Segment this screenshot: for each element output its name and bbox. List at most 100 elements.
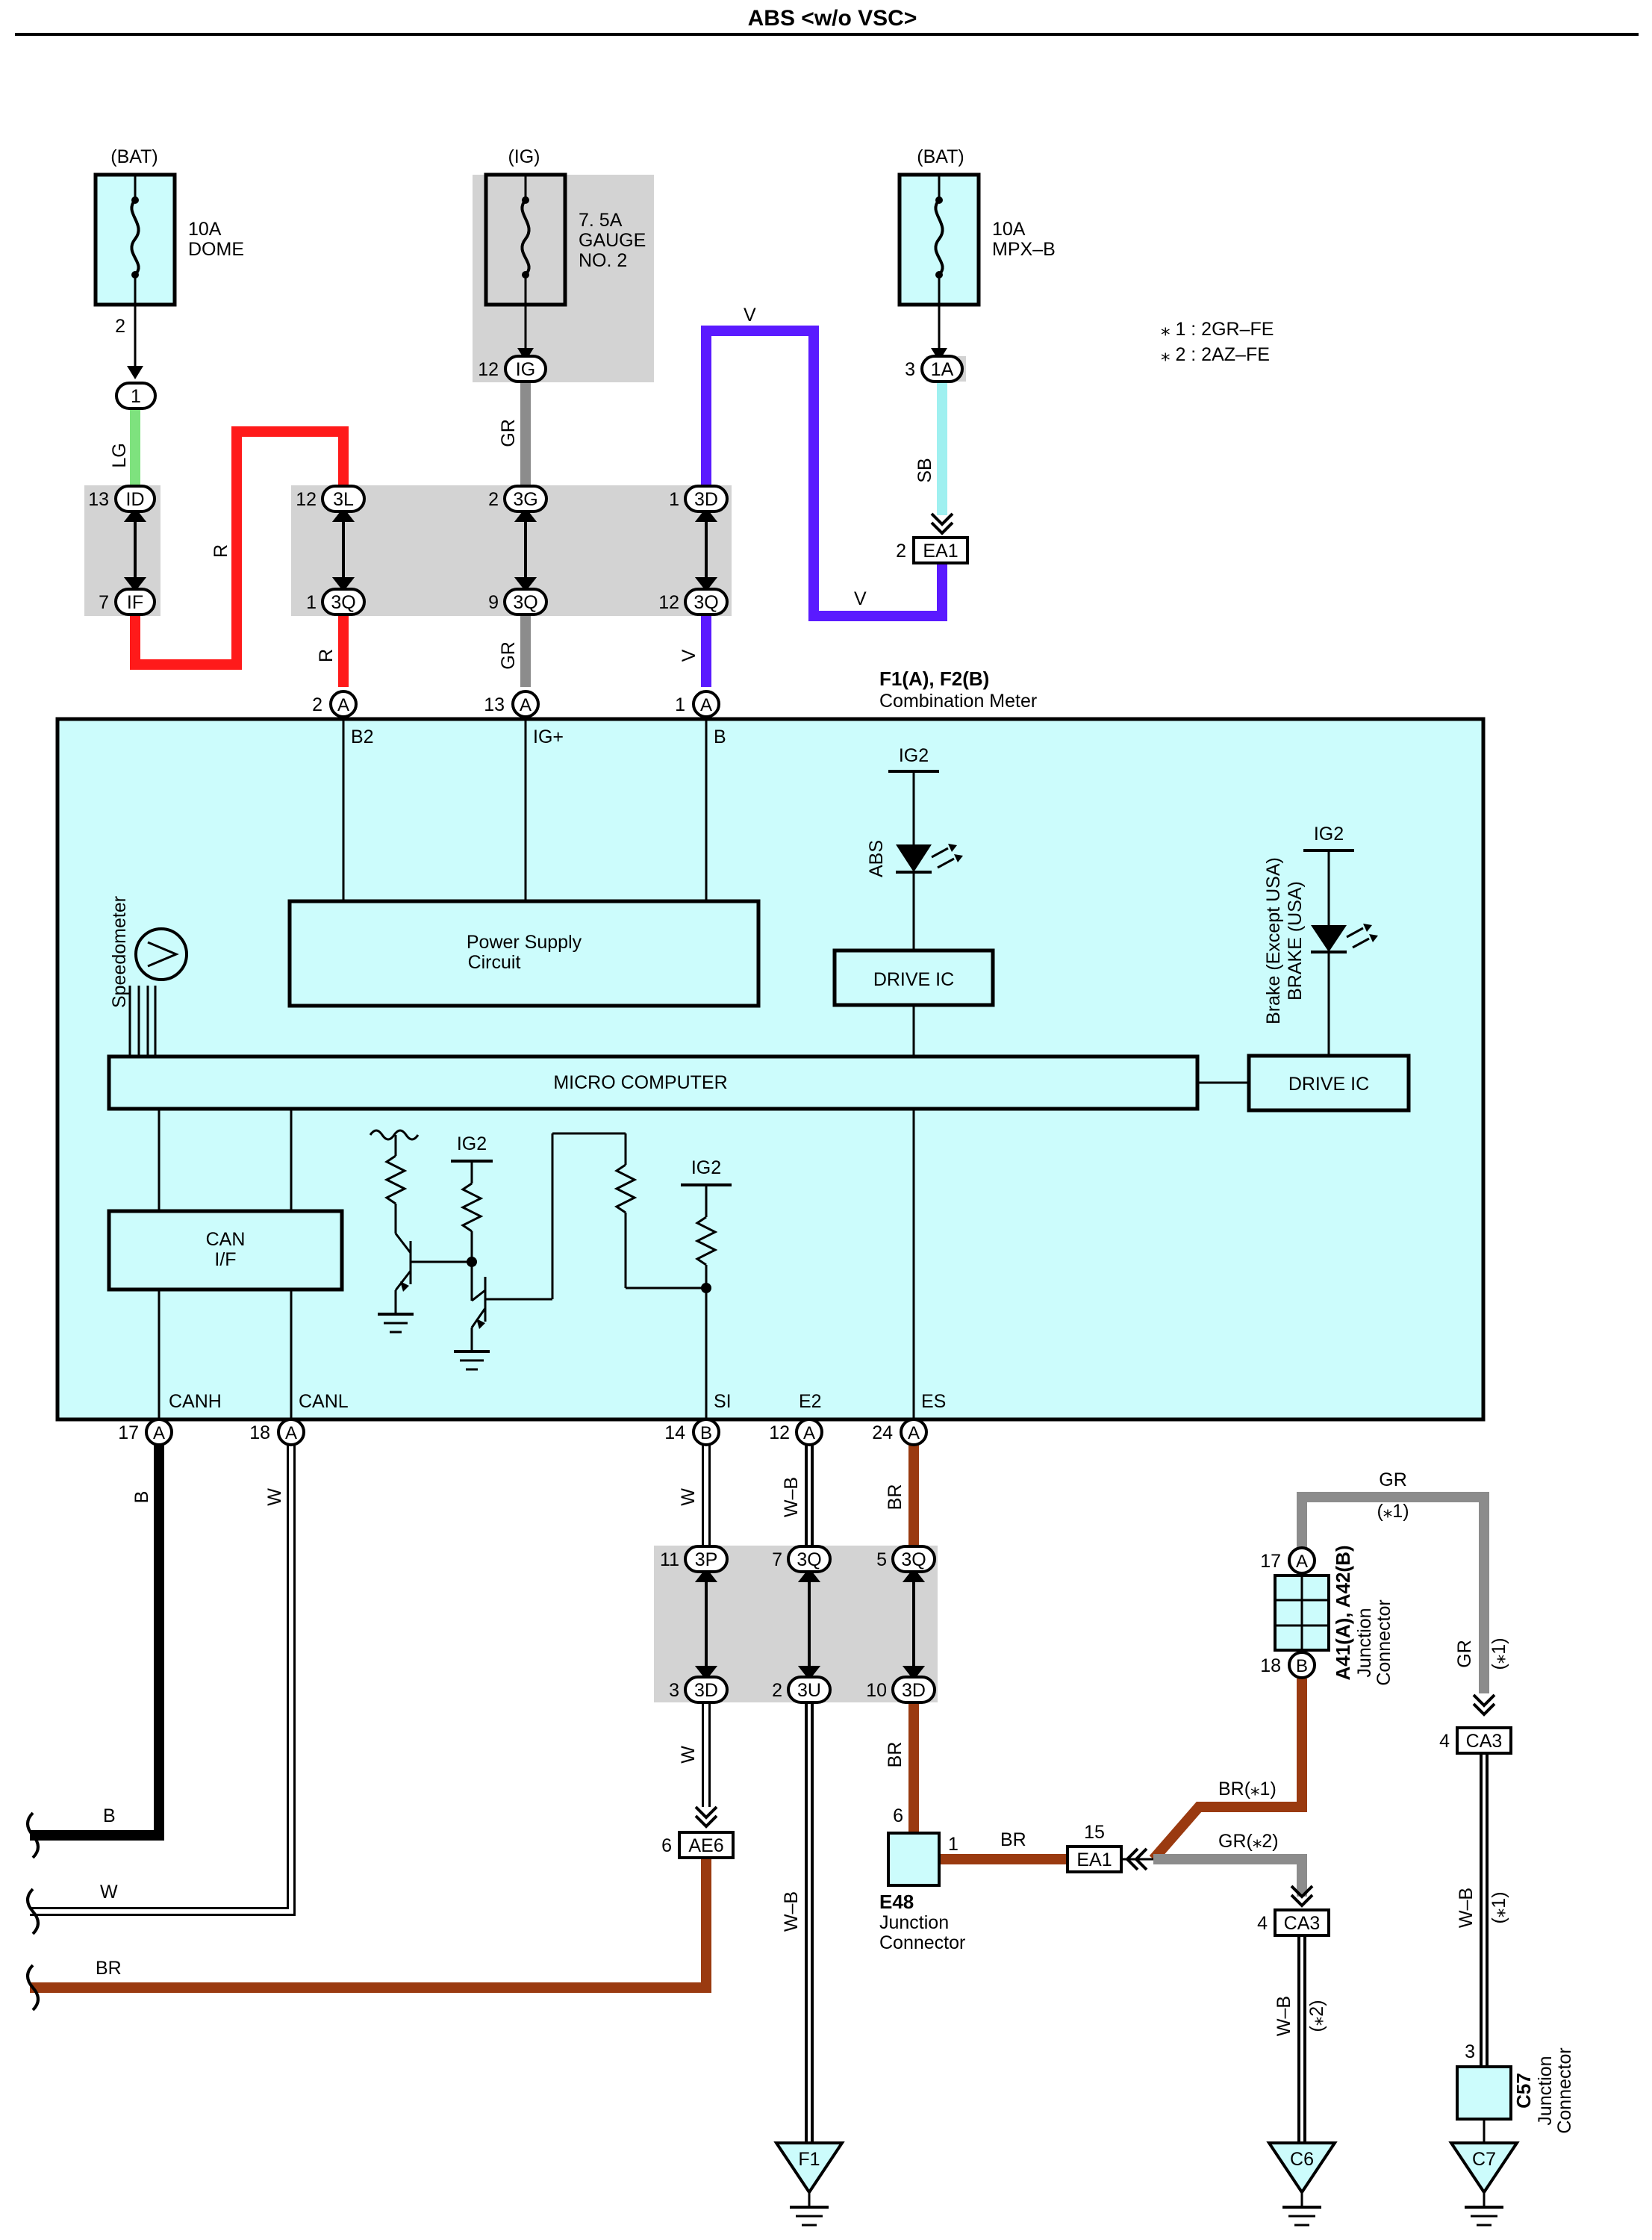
wire-label-br1: BR [885, 1484, 906, 1511]
wire-w-canl [30, 1432, 293, 1914]
svg-text:2: 2 [312, 694, 322, 715]
wire-gr-s1 [1297, 1492, 1489, 1693]
wire-label-gr2: GR [498, 641, 519, 670]
svg-text:Connector: Connector [1554, 2047, 1575, 2133]
fuse-dome-rating: 10A [188, 219, 222, 240]
svg-text:12: 12 [658, 592, 679, 613]
svg-text:2: 2 [896, 541, 906, 561]
arrow-dome [127, 366, 143, 379]
connector-3q-lower-1: 3Q 7 [772, 1545, 832, 1573]
svg-text:3: 3 [905, 359, 915, 380]
fuse-dome: (BAT) 10A DOME [93, 146, 244, 307]
connector-3d-lower-2: 3D 10 [866, 1676, 936, 1704]
wire-label-gr-top: GR [1379, 1469, 1407, 1490]
meter-terminal-1a: A 1 [675, 690, 720, 718]
connector-3q-1: 3Q 1 [306, 588, 366, 616]
svg-text:1: 1 [306, 592, 317, 613]
meter-terminal-24a: A 24 [872, 1418, 928, 1446]
wire-label-wb2: W–B [781, 1891, 802, 1932]
svg-text:14: 14 [664, 1422, 685, 1443]
svg-text:3L: 3L [333, 489, 354, 510]
svg-text:A: A [285, 1423, 297, 1443]
wire-label-wb-s2: W–B [1274, 1996, 1294, 2036]
power-supply-box [287, 899, 761, 1008]
can-if-box [107, 1209, 344, 1292]
connector-ea1-lower: EA1 15 [1066, 1822, 1148, 1873]
svg-text:9: 9 [488, 592, 499, 613]
fuse-mpx-b: (BAT) 10A MPX–B [897, 146, 1056, 307]
wire-gr-s2 [1153, 1854, 1307, 1897]
svg-text:1: 1 [131, 386, 141, 407]
wire-label-br-e48: BR [1000, 1829, 1026, 1850]
svg-text:Connector: Connector [1374, 1599, 1394, 1685]
brake-led-icon [1311, 925, 1347, 952]
power-supply-label-2: Circuit [468, 952, 521, 973]
wire-label-br-left: BR [96, 1958, 122, 1979]
svg-text:1: 1 [948, 1834, 959, 1855]
connector-3p: 3P 11 [660, 1545, 729, 1573]
svg-text:IG: IG [516, 359, 535, 380]
svg-text:6: 6 [661, 1835, 672, 1856]
fuse-dome-source: (BAT) [110, 146, 158, 167]
svg-text:12: 12 [478, 359, 499, 380]
svg-text:3Q: 3Q [797, 1549, 821, 1570]
wire-label-br-s1: BR(⁎1) [1218, 1779, 1277, 1799]
diagram-title: ABS <w/o VSC> [748, 6, 917, 31]
svg-text:3Q: 3Q [693, 592, 718, 613]
abs-led-icon [896, 844, 932, 872]
wire-red-upper [130, 426, 349, 670]
wire-label-wb-s1: W–B [1456, 1888, 1477, 1928]
svg-text:6: 6 [893, 1805, 903, 1826]
ground-c6: C6 [1266, 2141, 1338, 2227]
svg-text:12: 12 [296, 489, 317, 510]
wire-br-s1 [1149, 1679, 1307, 1863]
can-label-2: I/F [214, 1249, 236, 1270]
fuse-mpx-name: MPX–B [992, 239, 1056, 260]
drive-ic-box-1 [832, 948, 995, 1007]
meter-id: F1(A), F2(B) [879, 668, 989, 690]
connector-3d-upper: 3D 1 [669, 485, 729, 513]
fuse-mpx-rating: 10A [992, 219, 1026, 240]
connector-id: ID 13 [88, 485, 156, 513]
wire-label-w3: W [678, 1746, 699, 1764]
connector-dome-1: 1 2 [115, 316, 157, 410]
svg-text:Junction: Junction [879, 1912, 949, 1933]
svg-text:CA3: CA3 [1284, 1913, 1321, 1934]
svg-text:2: 2 [115, 316, 125, 337]
wire-label-w-left: W [100, 1882, 118, 1903]
meter-terminal-18a: A 18 [249, 1418, 305, 1446]
fuse-mpx-icon [934, 199, 944, 276]
meter-canl: CANL [299, 1391, 349, 1412]
wire-label-s1b: (⁎1) [1489, 1891, 1509, 1923]
fuse-gauge: (IG) 7. 5A GAUGE NO. 2 [484, 146, 646, 307]
svg-text:EA1: EA1 [923, 541, 958, 561]
connector-3u: 3U 2 [772, 1676, 832, 1704]
connector-ig: IG 12 [478, 355, 547, 383]
meter-terminal-17a: A 17 [118, 1418, 173, 1446]
speedometer-label: Speedometer [109, 896, 130, 1008]
svg-text:Connector: Connector [879, 1932, 965, 1953]
svg-text:A41(A), A42(B): A41(A), A42(B) [1332, 1545, 1354, 1680]
wire-label-b-left: B [103, 1805, 116, 1826]
svg-text:CA3: CA3 [1466, 1731, 1503, 1752]
wire-end-breaks [26, 1811, 40, 2012]
svg-text:17: 17 [1260, 1551, 1281, 1572]
svg-text:C57: C57 [1512, 2073, 1535, 2109]
micro-computer-label: MICRO COMPUTER [553, 1072, 727, 1093]
svg-text:13: 13 [88, 489, 109, 510]
wire-label-gr1: GR [498, 419, 519, 447]
connector-3q-2: 3Q 9 [488, 588, 548, 616]
wire-label-s2: (⁎2) [1306, 2000, 1327, 2032]
connector-3l: 3L 12 [296, 485, 366, 513]
wire-label-w2: W [678, 1488, 699, 1506]
svg-text:4: 4 [1257, 1913, 1268, 1934]
svg-text:ID: ID [126, 489, 145, 510]
wire-label-v-low: V [679, 649, 699, 662]
svg-text:3P: 3P [695, 1549, 718, 1570]
ground-c7: C7 [1448, 2141, 1520, 2227]
micro-computer-box [107, 1054, 1200, 1111]
svg-text:10: 10 [866, 1680, 887, 1701]
svg-text:3D: 3D [694, 489, 718, 510]
fuse-dome-name: DOME [188, 239, 244, 260]
